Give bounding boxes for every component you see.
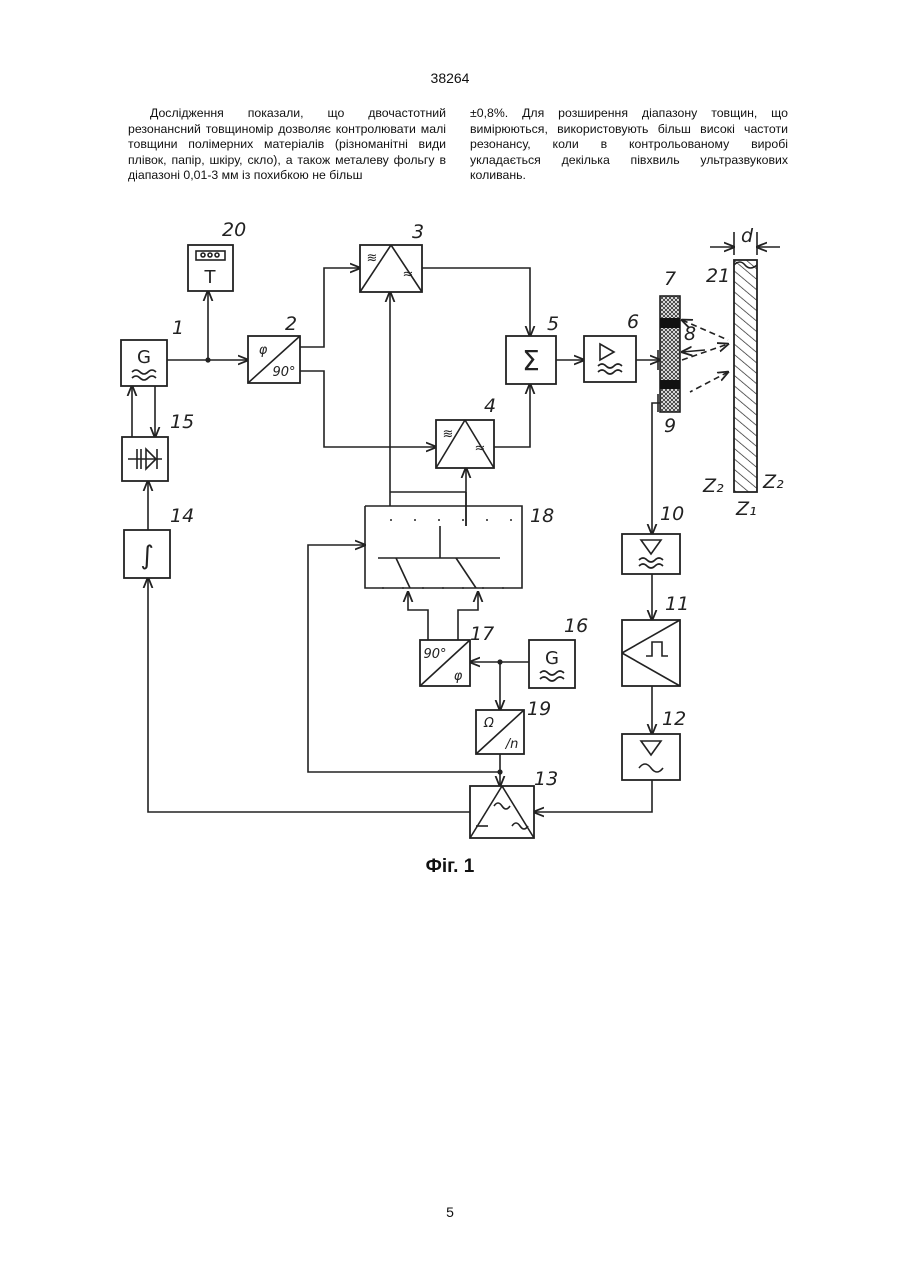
label-20: 20	[222, 219, 246, 241]
label-8: 8	[684, 323, 696, 345]
block-17-phase-shifter: 90° φ	[420, 640, 470, 686]
svg-text:90°: 90°	[423, 647, 446, 662]
label-z2-right: Z₂	[762, 471, 784, 493]
label-1: 1	[172, 317, 184, 339]
svg-text:≋: ≋	[367, 251, 378, 266]
label-13: 13	[534, 768, 558, 790]
block-5-summator: Σ	[506, 336, 556, 384]
block-16-symbol: G	[545, 648, 559, 669]
block-19-divider: Ω /n	[476, 710, 524, 754]
label-7: 7	[664, 268, 676, 290]
block-labels: 1 2 3 4 5 6 7 8 9 10 11 12 13 14 15 16 1…	[170, 219, 784, 790]
block-4-modulator: ≋ ≈	[436, 420, 494, 468]
block-6-amplifier	[584, 336, 636, 382]
svg-text:≈: ≈	[403, 267, 414, 282]
svg-text:Ω: Ω	[483, 716, 494, 731]
block-1-generator: G	[121, 340, 167, 386]
figure-caption: Фіг. 1	[0, 856, 900, 878]
block-12-amplifier	[622, 734, 680, 780]
svg-text:≈: ≈	[475, 441, 486, 456]
label-2: 2	[285, 313, 297, 335]
label-21: 21	[706, 265, 730, 287]
block-14-symbol: ∫	[140, 541, 154, 571]
label-19: 19	[527, 698, 551, 720]
label-16: 16	[564, 615, 588, 637]
label-6: 6	[627, 311, 639, 333]
block-3-modulator: ≋ ≈	[360, 245, 422, 292]
dimension-label-d: d	[741, 225, 754, 247]
label-z1: Z₁	[735, 498, 757, 520]
label-17: 17	[470, 623, 494, 645]
block-20-indicator: T	[188, 245, 233, 291]
label-9: 9	[664, 415, 676, 437]
transducer-7-8-9	[658, 296, 728, 412]
block-14-integrator: ∫	[124, 530, 170, 578]
block-13-phase-detector	[470, 786, 534, 838]
block-5-symbol: Σ	[522, 344, 540, 377]
block-2-phase-shifter: φ 90°	[248, 336, 300, 383]
label-18: 18	[530, 505, 554, 527]
label-10: 10	[660, 503, 684, 525]
svg-text:≋: ≋	[443, 427, 454, 442]
block-1-symbol: G	[137, 347, 151, 368]
switch-block-18	[365, 492, 522, 588]
label-11: 11	[665, 593, 689, 615]
label-5: 5	[547, 313, 559, 335]
block-11-shaper	[622, 620, 680, 686]
label-3: 3	[412, 221, 424, 243]
label-15: 15	[170, 411, 194, 433]
svg-text:φ: φ	[259, 343, 268, 358]
label-z2-left: Z₂	[702, 475, 724, 497]
block-16-generator: G	[529, 640, 575, 688]
signal-wires	[132, 268, 660, 812]
block-20-symbol: T	[204, 267, 217, 288]
block-10-amplifier	[622, 534, 680, 574]
page-number: 5	[0, 1204, 900, 1220]
svg-text:φ: φ	[454, 669, 463, 684]
svg-text:/n: /n	[505, 737, 519, 752]
label-14: 14	[170, 505, 194, 527]
svg-text:90°: 90°	[272, 365, 295, 380]
label-12: 12	[662, 708, 686, 730]
block-15-varicap	[122, 437, 168, 481]
label-4: 4	[484, 395, 496, 417]
